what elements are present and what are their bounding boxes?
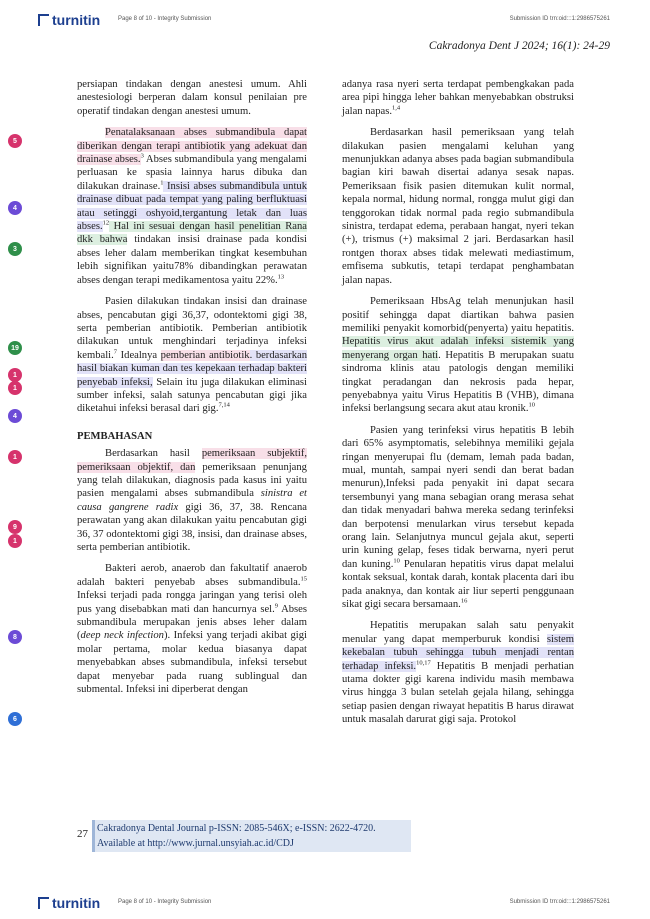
- paragraph: persiapan tindakan dengan anestesi umum.…: [77, 79, 307, 117]
- page-info: Page 8 of 10 - Integrity Submission: [118, 16, 212, 22]
- page-info: Page 8 of 10 - Integrity Submission: [118, 899, 212, 905]
- right-column: adanya rasa nyeri serta terdapat pembeng…: [342, 78, 574, 727]
- section-heading: PEMBAHASAN: [77, 430, 153, 442]
- turnitin-logo: turnitin: [38, 895, 100, 911]
- match-badge[interactable]: 19: [8, 341, 22, 355]
- paragraph: Berdasarkan hasil pemeriksaan subjektif,…: [77, 448, 308, 553]
- paragraph: Penatalaksanaan abses submandibula dapat…: [77, 127, 307, 286]
- turnitin-logo-icon: [38, 897, 49, 909]
- journal-issn: Cakradonya Dental Journal p-ISSN: 2085-5…: [97, 823, 376, 834]
- paragraph: adanya rasa nyeri serta terdapat pembeng…: [342, 79, 574, 117]
- match-badge[interactable]: 6: [8, 712, 22, 726]
- paragraph: Pasien dilakukan tindakan insisi dan dra…: [77, 296, 307, 415]
- match-badge[interactable]: 5: [8, 134, 22, 148]
- submission-id: Submission ID trn:oid:::1:2986575261: [509, 899, 610, 905]
- match-badge[interactable]: 1: [8, 450, 22, 464]
- match-badge[interactable]: 8: [8, 630, 22, 644]
- paragraph: Berdasarkan hasil pemeriksaan yang telah…: [342, 127, 574, 286]
- paragraph: Hepatitis merupakan salah satu penyakit …: [342, 620, 574, 726]
- match-badge[interactable]: 1: [8, 368, 22, 382]
- paragraph: Bakteri aerob, anaerob dan fakultatif an…: [77, 563, 307, 696]
- submission-id: Submission ID trn:oid:::1:2986575261: [509, 16, 610, 22]
- match-badge[interactable]: 9: [8, 520, 22, 534]
- turnitin-header: turnitin Page 8 of 10 - Integrity Submis…: [0, 0, 650, 36]
- match-badge[interactable]: 1: [8, 534, 22, 548]
- turnitin-logo: turnitin: [38, 12, 100, 28]
- left-column: persiapan tindakan dengan anestesi umum.…: [77, 78, 307, 696]
- turnitin-footer: turnitin Page 8 of 10 - Integrity Submis…: [0, 883, 650, 919]
- journal-footer-box: [92, 820, 411, 852]
- page-number: 27: [77, 828, 88, 840]
- paragraph: Pasien yang terinfeksi virus hepatitis B…: [342, 424, 574, 611]
- journal-reference: Cakradonya Dent J 2024; 16(1): 24-29: [428, 40, 610, 52]
- journal-url[interactable]: Available at http://www.jurnal.unsyiah.a…: [97, 838, 294, 849]
- turnitin-logo-icon: [38, 14, 49, 26]
- match-badge[interactable]: 4: [8, 201, 22, 215]
- match-badge[interactable]: 3: [8, 242, 22, 256]
- paragraph: Pemeriksaan HbsAg telah menunjukan hasil…: [342, 296, 574, 415]
- match-badge[interactable]: 1: [8, 381, 22, 395]
- match-badge[interactable]: 4: [8, 409, 22, 423]
